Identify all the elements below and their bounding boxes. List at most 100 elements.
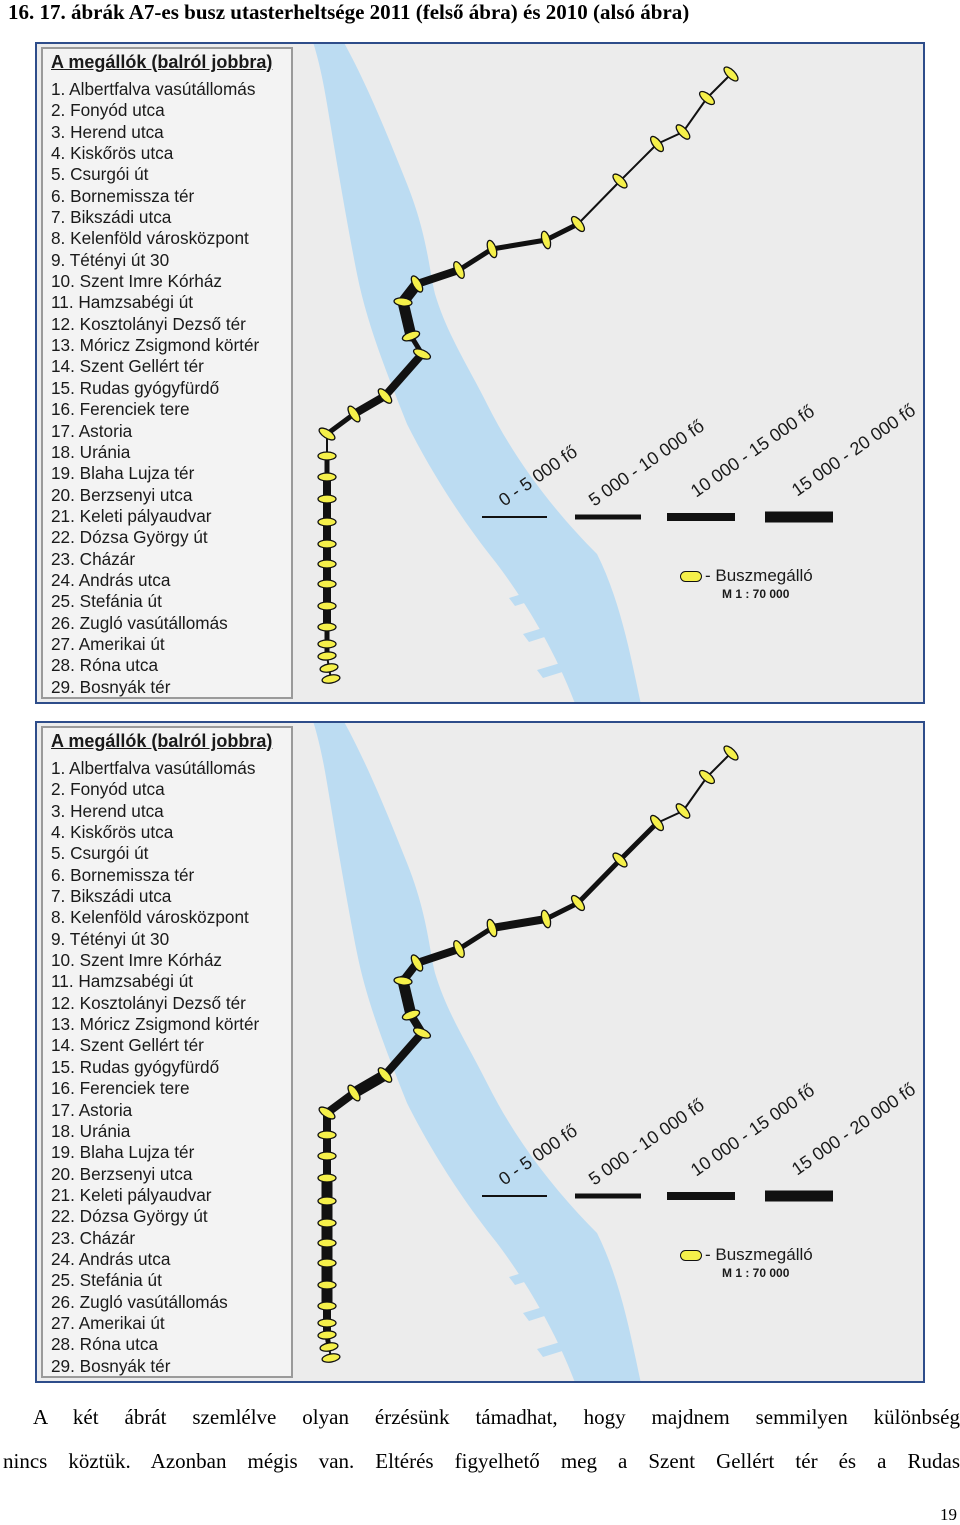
- bus-stop-marker: [453, 261, 465, 279]
- stop-list-item: 2. Fonyód utca: [51, 100, 165, 121]
- bus-stop-marker: [317, 579, 337, 589]
- river-harbor-inlet: [509, 1259, 571, 1285]
- route-segment: [323, 1089, 358, 1117]
- route-segment: [706, 73, 732, 99]
- stop-list-item: 3. Herend utca: [51, 121, 164, 142]
- bus-stop-marker: [649, 135, 665, 153]
- bus-stop-marker: [317, 639, 337, 649]
- bus-stop-marker: [321, 674, 341, 684]
- river-harbor-inlet: [537, 652, 601, 678]
- page-number: 19: [940, 1505, 957, 1524]
- river-harbor-inlet: [523, 616, 585, 642]
- stop-list-item: 14. Szent Gellért tér: [51, 356, 204, 377]
- stop-legend: - Buszmegálló M 1 : 70 000: [680, 1245, 813, 1280]
- route-segment: [706, 752, 732, 778]
- bus-stop-marker: [317, 651, 337, 661]
- bus-stops-2010: [317, 745, 739, 1363]
- stop-list-panel: A megállók (balról jobbra) 1. Albertfalv…: [41, 726, 293, 1378]
- bus-stop-marker: [317, 1151, 337, 1161]
- stop-list-item: 28. Róna utca: [51, 655, 159, 676]
- stop-list-item: 19. Blaha Lujza tér: [51, 463, 195, 484]
- bus-stop-marker: [401, 330, 421, 342]
- bus-stop-marker: [612, 852, 628, 868]
- route-segment: [381, 1029, 426, 1079]
- bus-stop-symbol-icon: [680, 1250, 702, 1262]
- map-canvas-2011: [313, 44, 833, 702]
- bus-stop-marker: [317, 1130, 337, 1140]
- route-segment: [413, 266, 463, 288]
- stop-list-item: 24. András utca: [51, 1248, 171, 1269]
- bus-stop-marker: [318, 1106, 336, 1120]
- stop-list-item: 11. Hamzsabégi út: [51, 292, 194, 313]
- stop-list-item: 17. Astoria: [51, 420, 133, 441]
- stop-list-item: 26. Zugló vasútállomás: [51, 1291, 228, 1312]
- bus-stop-marker: [410, 275, 424, 293]
- map-scale: M 1 : 70 000: [722, 1266, 790, 1280]
- stop-list-item: 24. András utca: [51, 569, 171, 590]
- stop-list-item: 11. Hamzsabégi út: [51, 971, 194, 992]
- bus-stop-marker: [317, 1318, 337, 1328]
- route-segment: [619, 143, 658, 182]
- bus-stop-marker: [486, 918, 498, 938]
- stop-list-item: 10. Szent Imre Kórház: [51, 271, 223, 292]
- stop-list-item: 10. Szent Imre Kórház: [51, 950, 223, 971]
- bus-stop-marker: [401, 1009, 421, 1021]
- stop-list-item: 6. Bornemissza tér: [51, 864, 195, 885]
- stop-list-item: 27. Amerikai út: [51, 1312, 165, 1333]
- route-segment: [543, 221, 581, 243]
- bus-stop-marker: [723, 745, 739, 761]
- bus-stop-marker: [317, 1196, 337, 1206]
- stop-list-item: 17. Astoria: [51, 1099, 133, 1120]
- stop-list-item: 8. Kelenföld városközpont: [51, 228, 249, 249]
- stop-list-item: 5. Csurgói út: [51, 164, 149, 185]
- stop-list-item: 19. Blaha Lujza tér: [51, 1142, 195, 1163]
- river-harbor-inlet: [457, 446, 513, 472]
- stop-list-item: 20. Berzsenyi utca: [51, 484, 193, 505]
- bus-stop-marker: [319, 663, 339, 673]
- bus-stop-marker: [317, 1218, 337, 1228]
- route-segment: [489, 237, 549, 252]
- stop-list-item: 16. Ferenciek tere: [51, 1078, 190, 1099]
- river-harbor-inlet: [497, 544, 559, 572]
- stop-list-item: 29. Bosnyák tér: [51, 676, 171, 697]
- stop-list-item: 25. Stefánia út: [51, 591, 162, 612]
- route-segment: [456, 925, 495, 952]
- bus-stop-marker: [698, 769, 716, 785]
- stop-list-item: 13. Móricz Zsigmond körtér: [51, 1014, 260, 1035]
- bus-stop-marker: [570, 215, 586, 233]
- stop-list-item: 22. Dózsa György út: [51, 1206, 208, 1227]
- figure-caption: 16. 17. ábrák A7-es busz utasterheltsége…: [8, 0, 690, 24]
- stop-list-item: 29. Bosnyák tér: [51, 1355, 171, 1376]
- stop-list-item: 23. Cházár: [51, 548, 136, 569]
- bus-stop-marker: [540, 909, 552, 929]
- route-segment: [543, 900, 581, 922]
- stop-list-title: A megállók (balról jobbra): [51, 52, 273, 72]
- river-harbor-inlet: [537, 1331, 601, 1357]
- river-harbor-inlet: [482, 514, 543, 538]
- bus-stop-marker: [486, 239, 498, 259]
- stop-list-item: 14. Szent Gellért tér: [51, 1035, 204, 1056]
- route-segment: [381, 350, 426, 400]
- stop-list-item: 15. Rudas gyógyfürdő: [51, 377, 220, 398]
- bus-stop-marker: [453, 940, 465, 958]
- stop-list-item: 12. Kosztolányi Dezső tér: [51, 313, 246, 334]
- bus-stop-marker: [317, 494, 337, 504]
- river-harbor-inlet: [497, 1223, 559, 1251]
- stop-list-item: 6. Bornemissza tér: [51, 185, 195, 206]
- map-scale: M 1 : 70 000: [722, 587, 790, 601]
- bus-stop-marker: [723, 66, 739, 82]
- map-figure-2011: A megállók (balról jobbra) 1. Albertfalv…: [35, 42, 925, 704]
- stop-list-item: 2. Fonyód utca: [51, 779, 165, 800]
- river-harbor-inlet: [457, 1125, 513, 1151]
- bus-stop-marker: [319, 1342, 339, 1352]
- route-segment: [682, 776, 708, 812]
- bus-stop-marker: [317, 559, 337, 569]
- bus-stop-marker: [317, 472, 337, 482]
- stop-list-item: 26. Zugló vasútállomás: [51, 612, 228, 633]
- stop-list-item: 8. Kelenföld városközpont: [51, 907, 249, 928]
- stop-list-item: 20. Berzsenyi utca: [51, 1163, 193, 1184]
- river-harbor-inlet: [523, 1295, 585, 1321]
- bus-stop-marker: [675, 803, 691, 819]
- bus-stop-marker: [698, 90, 716, 106]
